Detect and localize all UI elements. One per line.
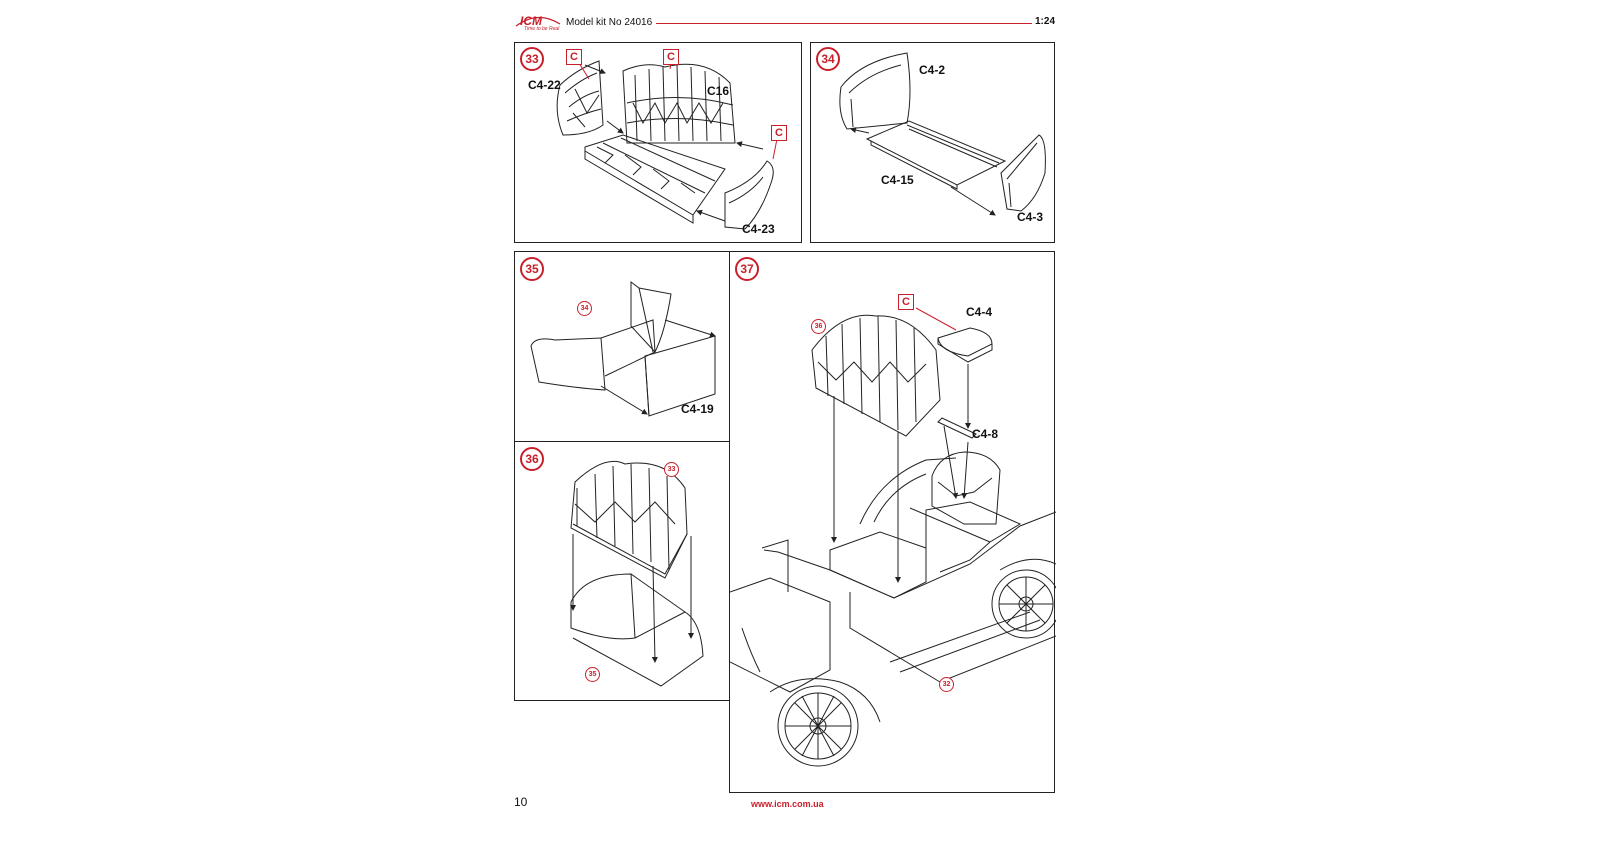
step-33-tag-right: C: [771, 125, 787, 141]
step-34-drawing: [839, 52, 1046, 216]
label-c4-3: C4-3: [1017, 210, 1044, 224]
step-36-number: 36: [520, 447, 544, 471]
label-c4-22: C4-22: [528, 78, 561, 92]
label-c4-2: C4-2: [919, 63, 946, 77]
step-33-tag-center: C: [663, 49, 679, 65]
label-c4-15: C4-15: [881, 173, 914, 187]
step-36-ref-33: 33: [664, 462, 679, 477]
step-35-panel: 35 34 C4-19: [514, 251, 730, 442]
scale-label: 1:24: [1034, 16, 1055, 27]
label-c4-23: C4-23: [742, 222, 775, 236]
step-35-ref-34: 34: [577, 301, 592, 316]
step-34-panel: 34 C4-2 C4-15 C4-3: [810, 42, 1055, 243]
footer-website[interactable]: www.icm.com.ua: [751, 799, 824, 809]
step-37-ref-32: 32: [939, 677, 954, 692]
label-c16: C16: [707, 84, 730, 98]
icm-logo: ICM Time to be Real: [514, 12, 562, 32]
step-36-panel: 36 33 35: [514, 441, 730, 701]
step-37-ref-36: 36: [811, 319, 826, 334]
kit-title: Model kit No 24016: [566, 17, 653, 28]
step-33-tag-left: C: [566, 49, 582, 65]
label-c4-19: C4-19: [681, 402, 714, 416]
step-33-drawing: [556, 52, 778, 230]
step-37-panel: 37 C 36 32 C4-4 C4-8: [729, 251, 1056, 793]
step-37-number: 37: [735, 257, 759, 281]
label-c4-8: C4-8: [972, 427, 999, 441]
step-36-ref-35: 35: [585, 667, 600, 682]
step-37-drawing: [730, 307, 1056, 767]
step-33-panel: 33 C C C C4-22 C16 C4-23: [514, 42, 802, 243]
header: ICM Time to be Real Model kit No 24016 1…: [514, 12, 1055, 34]
step-36-drawing: [570, 460, 704, 687]
header-rule: [656, 23, 1032, 24]
step-35-number: 35: [520, 257, 544, 281]
label-c4-4: C4-4: [966, 305, 993, 319]
step-33-number: 33: [520, 47, 544, 71]
page-number: 10: [514, 795, 528, 809]
step-37-tag: C: [898, 294, 914, 310]
step-34-number: 34: [816, 47, 840, 71]
step-35-drawing: [530, 281, 716, 417]
